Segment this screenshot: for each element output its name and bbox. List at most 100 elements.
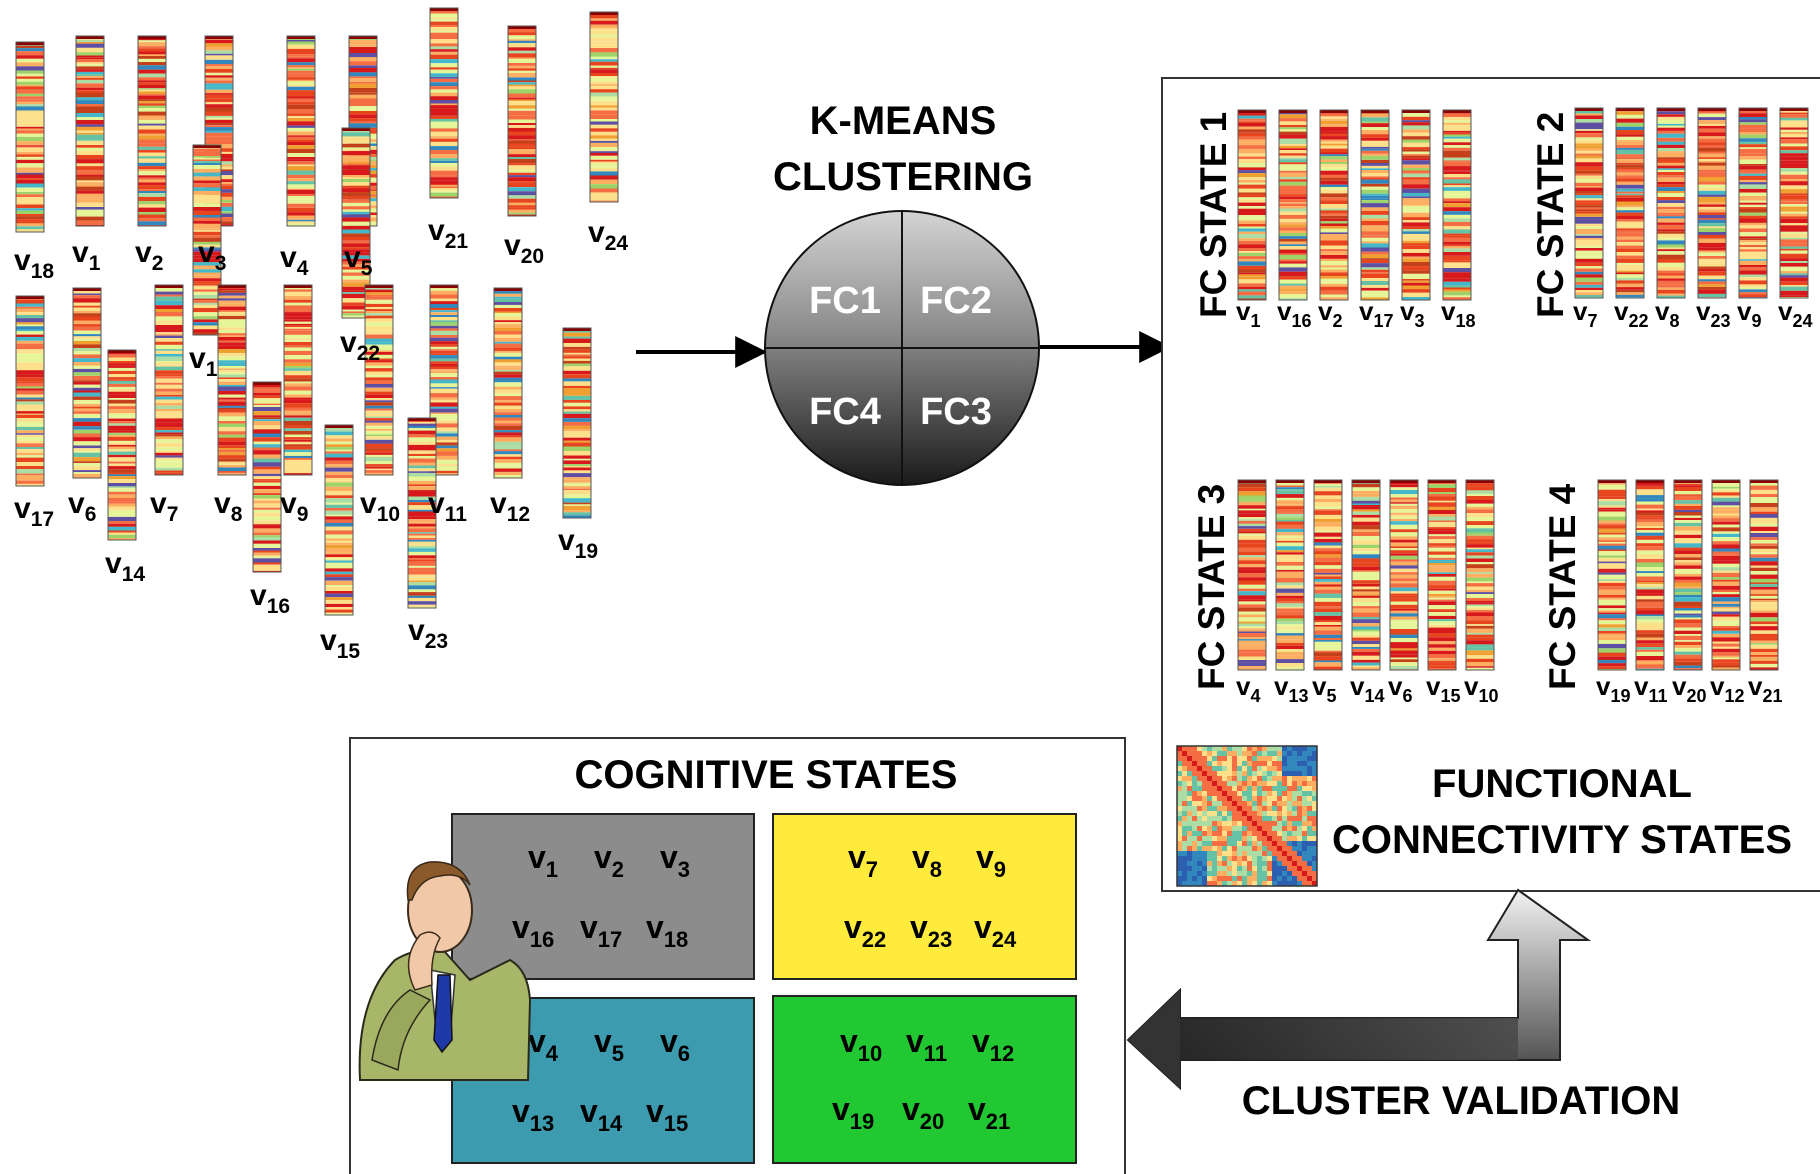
raw-vector-strip bbox=[589, 11, 619, 203]
raw-vector-strip bbox=[493, 287, 523, 479]
cognitive-member-label: v11 bbox=[906, 1023, 947, 1066]
raw-vector-label: v8 bbox=[214, 487, 243, 526]
cluster-validation-arrow bbox=[1126, 888, 1592, 1091]
raw-vector-label: v15 bbox=[320, 624, 360, 663]
raw-vector-strip bbox=[507, 25, 537, 217]
kmeans-sphere: K-MEANS CLUSTERING FC1 FC2 FC4 FC3 bbox=[764, 99, 1040, 486]
fc-state-strip bbox=[1711, 479, 1741, 671]
raw-vector-strip bbox=[154, 284, 184, 476]
fc-member-label: v13 bbox=[1274, 671, 1309, 706]
fc-member-label: v1 bbox=[1236, 296, 1260, 331]
cognitive-member-label: v8 bbox=[912, 839, 942, 882]
fc-member-label: v16 bbox=[1277, 296, 1312, 331]
cognitive-member-label: v17 bbox=[580, 909, 622, 952]
fc-state-strip bbox=[1237, 479, 1267, 671]
person-hand bbox=[407, 931, 441, 991]
cognitive-member-label: v12 bbox=[972, 1023, 1014, 1066]
quadrant-fc4: FC4 bbox=[809, 391, 881, 433]
raw-vector-label: v11 bbox=[428, 487, 467, 526]
person-hair bbox=[406, 861, 471, 901]
raw-vector-strip bbox=[562, 327, 592, 519]
cognitive-member-label: v22 bbox=[844, 909, 886, 952]
cognitive-group-box bbox=[772, 813, 1077, 980]
fc-state-strip bbox=[1597, 479, 1627, 671]
raw-vector-strips bbox=[15, 7, 619, 616]
validation-arrow-shaft bbox=[1180, 1018, 1518, 1060]
fc-states-title-line1: FUNCTIONAL bbox=[1432, 762, 1692, 806]
fc-state-strip bbox=[1275, 479, 1305, 671]
raw-vector-strip bbox=[75, 35, 105, 227]
raw-vector-label: v18 bbox=[14, 244, 54, 283]
raw-vector-strip bbox=[15, 41, 45, 233]
fc-state-strip bbox=[1779, 107, 1809, 299]
raw-vector-strip bbox=[107, 349, 137, 541]
cognitive-member-label: v9 bbox=[976, 839, 1006, 882]
fc-member-label: v5 bbox=[1312, 671, 1336, 706]
fc-state-1-label: FC STATE 1 bbox=[1193, 112, 1234, 318]
raw-vector-strip bbox=[364, 284, 394, 476]
raw-vector-label: v4 bbox=[280, 241, 309, 280]
fc-member-label: v6 bbox=[1388, 671, 1412, 706]
quadrant-fc3: FC3 bbox=[920, 391, 992, 433]
raw-vector-strip bbox=[217, 284, 247, 476]
raw-vector-label: v14 bbox=[105, 547, 145, 586]
raw-vector-strip bbox=[283, 284, 313, 476]
fc-state-strip bbox=[1313, 479, 1343, 671]
raw-vector-label: v17 bbox=[14, 492, 54, 531]
cognitive-group-box bbox=[772, 995, 1077, 1164]
cognitive-member-label: v14 bbox=[580, 1093, 623, 1136]
fc-state-strip bbox=[1442, 109, 1472, 301]
fc-member-label: v21 bbox=[1748, 671, 1783, 706]
fc-member-label: v19 bbox=[1596, 671, 1631, 706]
raw-vector-label: v1 bbox=[72, 236, 101, 275]
fc-state-strip bbox=[1389, 479, 1419, 671]
raw-vector-strip bbox=[137, 35, 167, 227]
fc-state-strip bbox=[1656, 107, 1686, 299]
thinking-person-illustration bbox=[358, 861, 532, 1081]
fc-member-label: v12 bbox=[1710, 671, 1745, 706]
raw-vector-label: v7 bbox=[150, 487, 178, 526]
fc-state-strip bbox=[1401, 109, 1431, 301]
raw-vector-label: v9 bbox=[280, 487, 308, 526]
raw-vector-label: v1 bbox=[189, 342, 218, 381]
validation-arrow-head bbox=[1128, 990, 1180, 1088]
raw-vector-strip bbox=[72, 287, 102, 479]
fc-member-label: v8 bbox=[1655, 296, 1679, 331]
cognitive-member-label: v13 bbox=[512, 1093, 554, 1136]
raw-vector-label: v6 bbox=[68, 487, 96, 526]
fc-state-strip bbox=[1427, 479, 1457, 671]
cognitive-member-label: v20 bbox=[902, 1091, 944, 1134]
raw-vector-label: v20 bbox=[504, 229, 544, 268]
cognitive-member-label: v4 bbox=[528, 1023, 559, 1066]
fc-member-label: v15 bbox=[1426, 671, 1461, 706]
cognitive-member-label: v3 bbox=[660, 839, 690, 882]
raw-vector-label: v12 bbox=[490, 487, 530, 526]
raw-vector-label: v24 bbox=[588, 216, 628, 255]
cognitive-member-label: v7 bbox=[848, 839, 878, 882]
connectivity-matrix-thumbnail bbox=[1176, 745, 1318, 887]
raw-vector-strip bbox=[429, 7, 459, 199]
fc-member-label: v23 bbox=[1696, 296, 1731, 331]
raw-vector-label: v5 bbox=[344, 241, 373, 280]
raw-vector-strip bbox=[252, 381, 282, 573]
person-tie bbox=[433, 974, 453, 1054]
cognitive-member-label: v6 bbox=[660, 1023, 690, 1066]
fc-state-strip bbox=[1574, 107, 1604, 299]
fc-state-strip bbox=[1360, 109, 1390, 301]
fc-state-strips bbox=[1237, 107, 1809, 671]
fc-member-label: v14 bbox=[1350, 671, 1385, 706]
quadrant-fc2: FC2 bbox=[920, 280, 992, 322]
fc-state-strip bbox=[1319, 109, 1349, 301]
fc-state-strip bbox=[1615, 107, 1645, 299]
fc-state-strip bbox=[1278, 109, 1308, 301]
fc-states-panel: FC STATE 1 FC STATE 2 FC STATE 3 FC STAT… bbox=[1161, 77, 1820, 892]
fc-member-label: v24 bbox=[1778, 296, 1813, 331]
cluster-validation-label: CLUSTER VALIDATION bbox=[1242, 1079, 1681, 1123]
fc-state-2-label: FC STATE 2 bbox=[1530, 112, 1571, 318]
fc-state-4-label: FC STATE 4 bbox=[1542, 483, 1583, 690]
raw-vector-strip bbox=[407, 417, 437, 609]
cognitive-member-label: v5 bbox=[594, 1023, 624, 1066]
